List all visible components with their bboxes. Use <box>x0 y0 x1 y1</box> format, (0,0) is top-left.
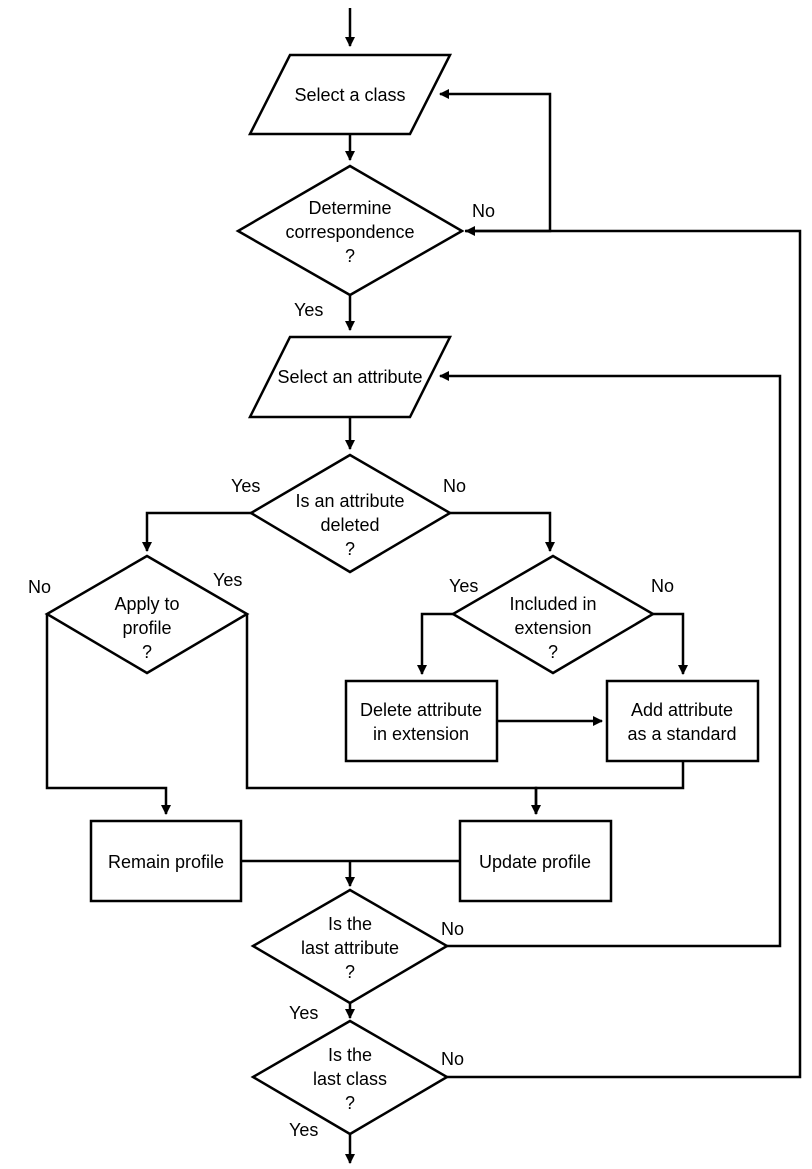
label-included-yes: Yes <box>449 576 478 596</box>
node-apply-to-profile: Apply to profile ? <box>44 554 250 675</box>
node-delete-attribute: Delete attribute in extension <box>344 679 499 763</box>
label-apply-yes: Yes <box>213 570 242 590</box>
node-determine-correspondence-line3: ? <box>345 246 355 266</box>
node-attribute-deleted-line2: deleted <box>320 515 379 535</box>
node-select-class: Select a class <box>247 53 453 136</box>
label-correspondence-yes: Yes <box>294 300 323 320</box>
node-last-attribute: Is the last attribute ? <box>250 888 450 1005</box>
node-last-class: Is the last class ? <box>250 1019 450 1136</box>
label-correspondence-no: No <box>472 201 495 221</box>
node-delete-attribute-line2: in extension <box>373 724 469 744</box>
arrow-deleted-yes <box>142 511 251 552</box>
arrow-last-attribute-no-loop <box>439 371 782 948</box>
node-determine-correspondence-line2: correspondence <box>285 222 414 242</box>
node-select-attribute-label: Select an attribute <box>277 367 422 387</box>
node-last-class-line3: ? <box>345 1093 355 1113</box>
node-add-attribute: Add attribute as a standard <box>605 679 760 763</box>
node-included-in-extension: Included in extension ? <box>450 554 656 675</box>
node-attribute-deleted: Is an attribute deleted ? <box>248 453 453 574</box>
node-last-class-line2: last class <box>313 1069 387 1089</box>
node-determine-correspondence-line1: Determine <box>308 198 391 218</box>
node-apply-to-profile-line3: ? <box>142 642 152 662</box>
node-attribute-deleted-line3: ? <box>345 539 355 559</box>
node-last-attribute-line1: Is the <box>328 914 372 934</box>
label-deleted-no: No <box>443 476 466 496</box>
node-delete-attribute-line1: Delete attribute <box>360 700 482 720</box>
node-add-attribute-line2: as a standard <box>627 724 736 744</box>
arrow-apply-no <box>45 614 171 815</box>
arrow-add-to-update <box>531 762 685 815</box>
node-determine-correspondence: Determine correspondence ? <box>235 164 465 297</box>
label-apply-no: No <box>28 577 51 597</box>
arrow-deleted-no <box>450 511 555 552</box>
node-select-attribute: Select an attribute <box>247 335 453 419</box>
node-apply-to-profile-line1: Apply to <box>114 594 179 614</box>
node-remain-profile-label: Remain profile <box>108 852 224 872</box>
node-select-class-label: Select a class <box>294 85 405 105</box>
node-update-profile: Update profile <box>458 819 613 903</box>
label-deleted-yes: Yes <box>231 476 260 496</box>
node-attribute-deleted-line1: Is an attribute <box>295 491 404 511</box>
arrow-included-yes <box>417 612 453 675</box>
label-last-attribute-no: No <box>441 919 464 939</box>
label-last-attribute-yes: Yes <box>289 1003 318 1023</box>
node-included-in-extension-line3: ? <box>548 642 558 662</box>
edge-labels: No Yes Yes No No Yes Yes No No Yes No Ye… <box>28 201 674 1140</box>
node-last-attribute-line2: last attribute <box>301 938 399 958</box>
label-included-no: No <box>651 576 674 596</box>
node-last-attribute-line3: ? <box>345 962 355 982</box>
arrow-last-class-no-loop <box>447 226 802 1079</box>
node-included-in-extension-line1: Included in <box>509 594 596 614</box>
node-included-in-extension-line2: extension <box>514 618 591 638</box>
node-last-class-line1: Is the <box>328 1045 372 1065</box>
arrow-included-no <box>653 612 688 675</box>
connectors <box>45 8 802 1164</box>
node-apply-to-profile-line2: profile <box>122 618 171 638</box>
node-add-attribute-line1: Add attribute <box>631 700 733 720</box>
node-update-profile-label: Update profile <box>479 852 591 872</box>
node-remain-profile: Remain profile <box>89 819 243 903</box>
label-last-class-yes: Yes <box>289 1120 318 1140</box>
label-last-class-no: No <box>441 1049 464 1069</box>
